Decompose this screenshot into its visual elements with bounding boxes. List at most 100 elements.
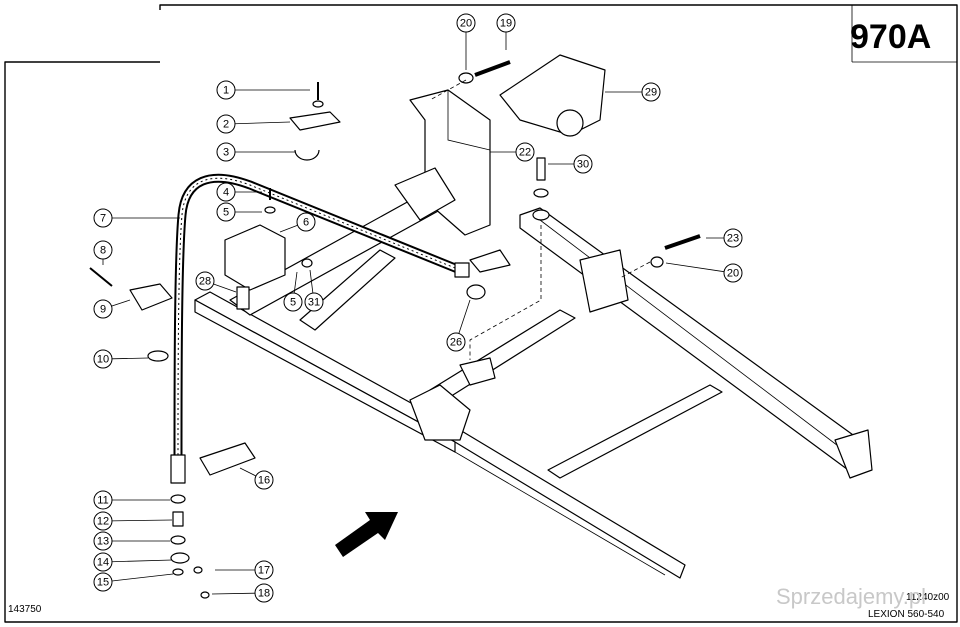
drawing-border: [4, 4, 958, 623]
callout-circle: [573, 154, 593, 174]
callout-6: 6: [279, 212, 316, 233]
nut-13: [170, 535, 186, 545]
callout-number: 26: [450, 337, 462, 349]
bolt-19: [474, 60, 511, 77]
callout-circle: [446, 332, 466, 352]
bolt-30: [536, 157, 546, 181]
callout-number: 22: [519, 147, 531, 159]
callout-9: 9: [93, 299, 131, 319]
callout-circle: [216, 202, 236, 222]
callout-leader: [239, 467, 257, 477]
hose-end-fitting: [170, 454, 186, 484]
callout-29: 29: [605, 82, 661, 102]
bushing-26: [466, 284, 486, 300]
callout-number: 4: [223, 187, 229, 199]
callout-18: 18: [211, 583, 274, 603]
callout-8: 8: [93, 240, 113, 265]
small-parts: [89, 54, 701, 599]
callout-circle: [93, 208, 113, 228]
hinge-16: [199, 442, 256, 476]
callout-number: 1: [223, 85, 229, 97]
callout-leader: [111, 519, 173, 522]
callout-22: 22: [490, 142, 535, 162]
callout-5: 5: [283, 271, 303, 312]
callout-circle: [254, 560, 274, 580]
callout-circle: [283, 292, 303, 312]
callout-leader: [293, 271, 298, 294]
callout-30: 30: [548, 154, 593, 174]
callout-circle: [254, 470, 274, 490]
callout-circle: [296, 212, 316, 232]
callout-leader: [111, 357, 149, 360]
callout-circle: [304, 292, 324, 312]
callout-circle: [93, 299, 113, 319]
callout-leader: [309, 269, 314, 294]
callout-leader: [211, 592, 256, 595]
callout-leader: [234, 121, 291, 125]
callout-number: 14: [97, 557, 109, 569]
callout-circle: [496, 13, 516, 33]
callout-31: 31: [304, 269, 324, 312]
callout-number: 28: [199, 276, 211, 288]
callout-14: 14: [93, 552, 173, 572]
callout-1: 1: [216, 80, 310, 100]
center-pivot: [459, 357, 496, 386]
hose-clip-bracket: [469, 249, 511, 273]
callout-circle: [254, 583, 274, 603]
callout-17: 17: [215, 560, 274, 580]
callout-13: 13: [93, 531, 170, 551]
ring-15: [172, 568, 184, 576]
callout-circle: [195, 271, 215, 291]
callout-number: 6: [303, 217, 309, 229]
hose-upper-fitting: [454, 262, 470, 278]
callout-12: 12: [93, 511, 173, 531]
callout-circle: [216, 114, 236, 134]
plate-6: [224, 224, 286, 291]
tower-foot: [394, 167, 456, 221]
callout-19: 19: [496, 13, 516, 50]
callout-number: 18: [258, 588, 270, 600]
callout-20: 20: [456, 13, 476, 70]
main-frame-assembly: [194, 89, 873, 579]
callout-circle: [641, 82, 661, 102]
callout-number: 23: [727, 233, 739, 245]
oring-17: [193, 566, 203, 574]
sheet-code: 11240z00: [906, 592, 950, 603]
bearing-hub-29: [556, 109, 584, 137]
callout-circle: [93, 572, 113, 592]
callout-2: 2: [216, 114, 291, 134]
washer-14: [170, 552, 190, 564]
callout-number: 5: [290, 297, 296, 309]
callout-leader: [665, 262, 725, 273]
callout-number: 19: [500, 18, 512, 30]
callout-circle: [93, 490, 113, 510]
callout-11: 11: [93, 490, 170, 510]
washer-30: [533, 188, 549, 198]
watermark-text: Sprzedajemy.pl: [776, 584, 926, 609]
callout-leader: [111, 299, 131, 307]
left-rail-face: [194, 299, 456, 453]
callout-leader: [279, 224, 298, 233]
drawing-number: 143750: [8, 604, 42, 615]
callout-leader: [458, 299, 471, 334]
callout-leader: [111, 573, 174, 582]
washer-20-top: [458, 72, 474, 84]
callout-number: 16: [258, 475, 270, 487]
callout-number: 7: [100, 213, 106, 225]
callout-number: 9: [100, 304, 106, 316]
middle-cross-member: [429, 309, 576, 401]
side-plate: [579, 249, 629, 313]
callout-number: 30: [577, 159, 589, 171]
callout-list: 1234567891011121314151617181920222320262…: [93, 13, 743, 603]
callout-5: 5: [216, 202, 262, 222]
callout-circle: [216, 142, 236, 162]
bracket-2: [289, 111, 341, 131]
nut-1: [312, 100, 324, 108]
callout-circle: [93, 531, 113, 551]
callout-number: 13: [97, 536, 109, 548]
block-9: [129, 283, 173, 311]
callout-number: 8: [100, 245, 106, 257]
callout-23: 23: [706, 228, 743, 248]
diagonal-strut: [299, 249, 396, 331]
callout-20: 20: [665, 262, 743, 283]
